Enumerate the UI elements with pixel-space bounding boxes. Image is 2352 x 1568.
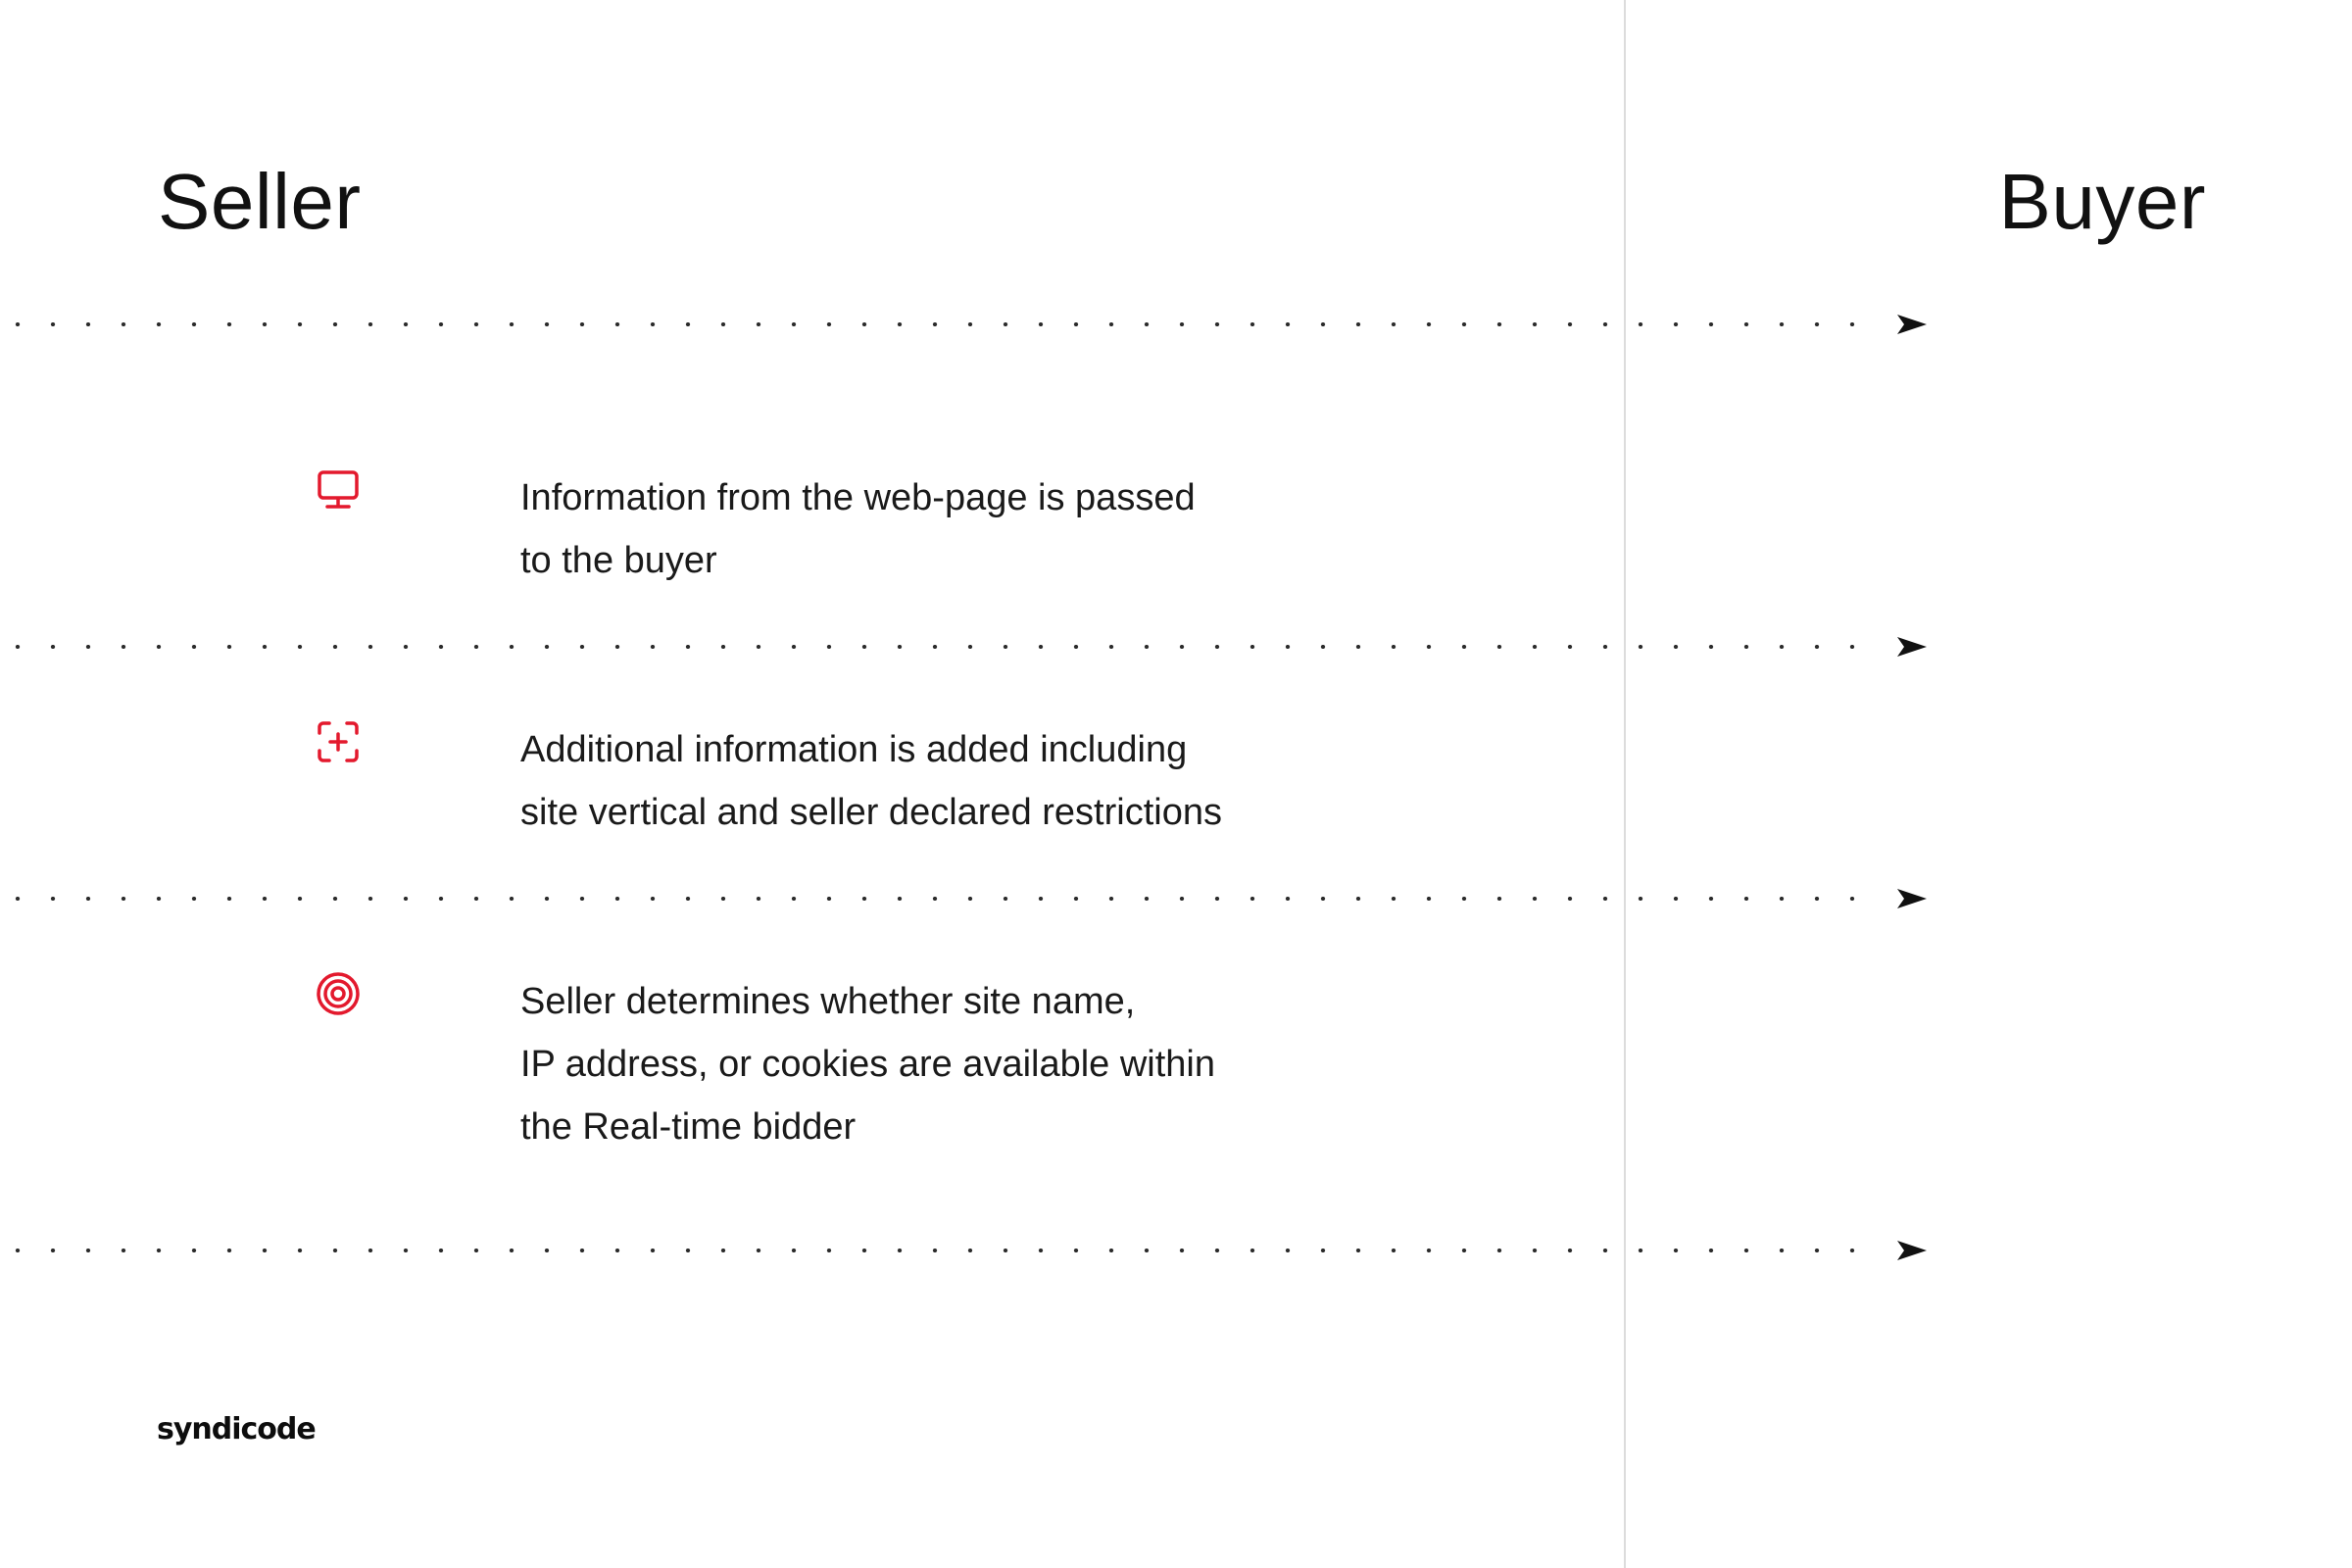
step-2-line-2: site vertical and seller declared restri… <box>520 792 1222 833</box>
target-icon <box>317 972 360 1015</box>
dotted-line <box>0 645 1882 649</box>
flow-arrow-1 <box>0 315 1927 334</box>
step-1-line-1: Information from the web-page is passed <box>520 477 1196 518</box>
step-2-description: Additional information is added includin… <box>520 718 1363 844</box>
flow-arrow-3 <box>0 889 1927 908</box>
step-3-line-2: IP address, or cookies are available wit… <box>520 1044 1216 1085</box>
flow-arrow-2 <box>0 637 1927 657</box>
dotted-line <box>0 1249 1882 1252</box>
buyer-heading: Buyer <box>1998 158 2206 245</box>
step-1-description: Information from the web-page is passed … <box>520 466 1363 592</box>
step-2-line-1: Additional information is added includin… <box>520 729 1188 770</box>
arrowhead-icon <box>1897 637 1927 657</box>
arrowhead-icon <box>1897 1241 1927 1260</box>
seller-heading: Seller <box>158 158 362 245</box>
dotted-line <box>0 897 1882 901</box>
dotted-line <box>0 322 1882 326</box>
step-1-line-2: to the buyer <box>520 540 717 581</box>
monitor-icon <box>318 470 359 509</box>
add-frame-icon <box>318 721 359 762</box>
flow-arrow-4 <box>0 1241 1927 1260</box>
syndicode-logo: syndicode <box>157 1412 317 1446</box>
step-3-description: Seller determines whether site name, IP … <box>520 970 1363 1158</box>
column-divider <box>1624 0 1626 1568</box>
step-3-line-1: Seller determines whether site name, <box>520 981 1136 1022</box>
arrowhead-icon <box>1897 315 1927 334</box>
step-3-line-3: the Real-time bidder <box>520 1106 857 1148</box>
arrowhead-icon <box>1897 889 1927 908</box>
